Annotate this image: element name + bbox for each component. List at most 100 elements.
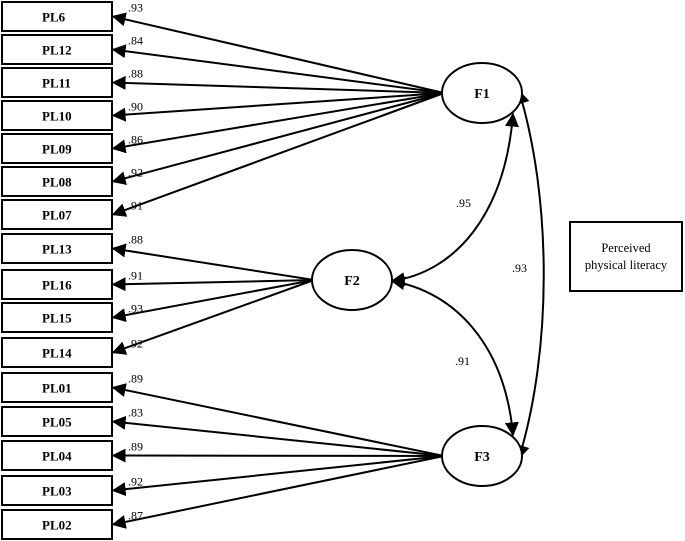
indicator-box bbox=[1, 166, 113, 197]
correlation-arrow-f2-f3 bbox=[390, 276, 519, 437]
loading-arrow bbox=[111, 279, 315, 323]
loading-arrow bbox=[111, 92, 445, 122]
indicator-label: PL6 bbox=[42, 10, 66, 25]
indicator-pl15: PL15 bbox=[1, 302, 113, 333]
loading-arrow bbox=[111, 92, 445, 154]
indicator-label: PL13 bbox=[42, 242, 72, 257]
factor-ellipse bbox=[311, 249, 393, 311]
indicator-label: PL02 bbox=[42, 518, 72, 533]
correlation-arrow-f1-f2 bbox=[390, 112, 519, 287]
loadings-layer: .93.84.88.90.86.92.91.88.91.93.92.89.83.… bbox=[111, 1, 445, 529]
loading-value: .89 bbox=[128, 440, 143, 454]
loading-arrow bbox=[111, 12, 445, 94]
indicator-label: PL11 bbox=[42, 76, 71, 91]
loading-value: .93 bbox=[128, 1, 143, 15]
construct-label-line1: Perceived bbox=[601, 241, 651, 255]
indicator-box bbox=[1, 34, 113, 65]
loading-value: .84 bbox=[128, 34, 143, 48]
loading-arrow bbox=[111, 92, 445, 186]
loading-value: .91 bbox=[128, 269, 143, 283]
construct-box: Perceived physical literacy bbox=[569, 221, 683, 292]
indicator-pl04: PL04 bbox=[1, 440, 113, 471]
indicator-label: PL03 bbox=[42, 484, 72, 499]
indicator-pl09: PL09 bbox=[1, 133, 113, 164]
loading-arrow bbox=[111, 277, 315, 292]
factor-ellipse bbox=[441, 62, 523, 124]
indicator-box bbox=[1, 199, 113, 230]
loading-arrow bbox=[111, 415, 445, 457]
loading-arrow bbox=[111, 279, 315, 355]
indicator-box bbox=[1, 509, 113, 540]
indicator-label: PL10 bbox=[42, 109, 72, 124]
indicator-label: PL16 bbox=[42, 278, 72, 293]
indicator-label: PL01 bbox=[42, 381, 72, 396]
indicator-pl12: PL12 bbox=[1, 34, 113, 65]
indicator-label: PL04 bbox=[42, 449, 72, 464]
indicator-box bbox=[1, 1, 113, 32]
loading-value: .93 bbox=[128, 302, 143, 316]
loading-arrow bbox=[111, 448, 445, 463]
construct-box-frame bbox=[569, 221, 683, 292]
loading-arrow bbox=[111, 455, 445, 529]
indicator-box bbox=[1, 67, 113, 98]
indicator-label: PL09 bbox=[42, 142, 72, 157]
indicator-box bbox=[1, 475, 113, 506]
indicator-pl02: PL02 bbox=[1, 509, 113, 540]
indicator-pl08: PL08 bbox=[1, 166, 113, 197]
indicator-pl03: PL03 bbox=[1, 475, 113, 506]
indicator-box bbox=[1, 233, 113, 264]
factor-label: F3 bbox=[474, 450, 490, 465]
indicator-box bbox=[1, 133, 113, 164]
indicator-pl05: PL05 bbox=[1, 406, 113, 437]
indicator-label: PL08 bbox=[42, 175, 72, 190]
indicator-label: PL15 bbox=[42, 311, 72, 326]
loading-value: .88 bbox=[128, 67, 143, 81]
loading-arrow bbox=[111, 383, 445, 457]
indicator-pl14: PL14 bbox=[1, 337, 113, 368]
factor-f3: F3 bbox=[441, 425, 523, 487]
loading-value: .92 bbox=[128, 337, 143, 351]
indicator-pl01: PL01 bbox=[1, 372, 113, 403]
indicator-box bbox=[1, 302, 113, 333]
indicator-box bbox=[1, 440, 113, 471]
indicator-box bbox=[1, 100, 113, 131]
factor-f2: F2 bbox=[311, 249, 393, 311]
loading-value: .88 bbox=[128, 233, 143, 247]
loading-arrow bbox=[111, 44, 445, 94]
indicator-box bbox=[1, 337, 113, 368]
correlation-value-f2-f3: .91 bbox=[455, 354, 470, 368]
indicator-pl10: PL10 bbox=[1, 100, 113, 131]
loading-arrow bbox=[111, 455, 445, 497]
loading-value: .86 bbox=[128, 133, 143, 147]
loading-arrow bbox=[111, 92, 445, 217]
indicator-label: PL07 bbox=[42, 208, 72, 223]
loading-value: .83 bbox=[128, 406, 143, 420]
indicator-pl07: PL07 bbox=[1, 199, 113, 230]
construct-label-line2: physical literacy bbox=[585, 258, 668, 272]
indicator-label: PL14 bbox=[42, 346, 72, 361]
factor-f1: F1 bbox=[441, 62, 523, 124]
indicator-label: PL05 bbox=[42, 415, 72, 430]
factor-label: F1 bbox=[474, 87, 490, 102]
indicators-layer: PL6PL12PL11PL10PL09PL08PL07PL13PL16PL15P… bbox=[1, 1, 113, 540]
correlations-layer: .95.91.93 bbox=[390, 89, 545, 460]
indicator-label: PL12 bbox=[42, 43, 72, 58]
loading-value: .92 bbox=[128, 475, 143, 489]
loading-arrow bbox=[111, 243, 315, 281]
correlation-arrow-f1-f3 bbox=[515, 89, 545, 460]
indicator-pl13: PL13 bbox=[1, 233, 113, 264]
loading-value: .89 bbox=[128, 372, 143, 386]
loading-arrow bbox=[111, 75, 445, 94]
loading-value: .87 bbox=[128, 509, 143, 523]
indicator-pl11: PL11 bbox=[1, 67, 113, 98]
indicator-box bbox=[1, 269, 113, 300]
loading-value: .91 bbox=[128, 199, 143, 213]
indicator-pl6: PL6 bbox=[1, 1, 113, 32]
factor-label: F2 bbox=[344, 274, 360, 289]
indicator-box bbox=[1, 372, 113, 403]
correlation-value-f1-f2: .95 bbox=[456, 196, 471, 210]
indicator-box bbox=[1, 406, 113, 437]
factor-ellipse bbox=[441, 425, 523, 487]
